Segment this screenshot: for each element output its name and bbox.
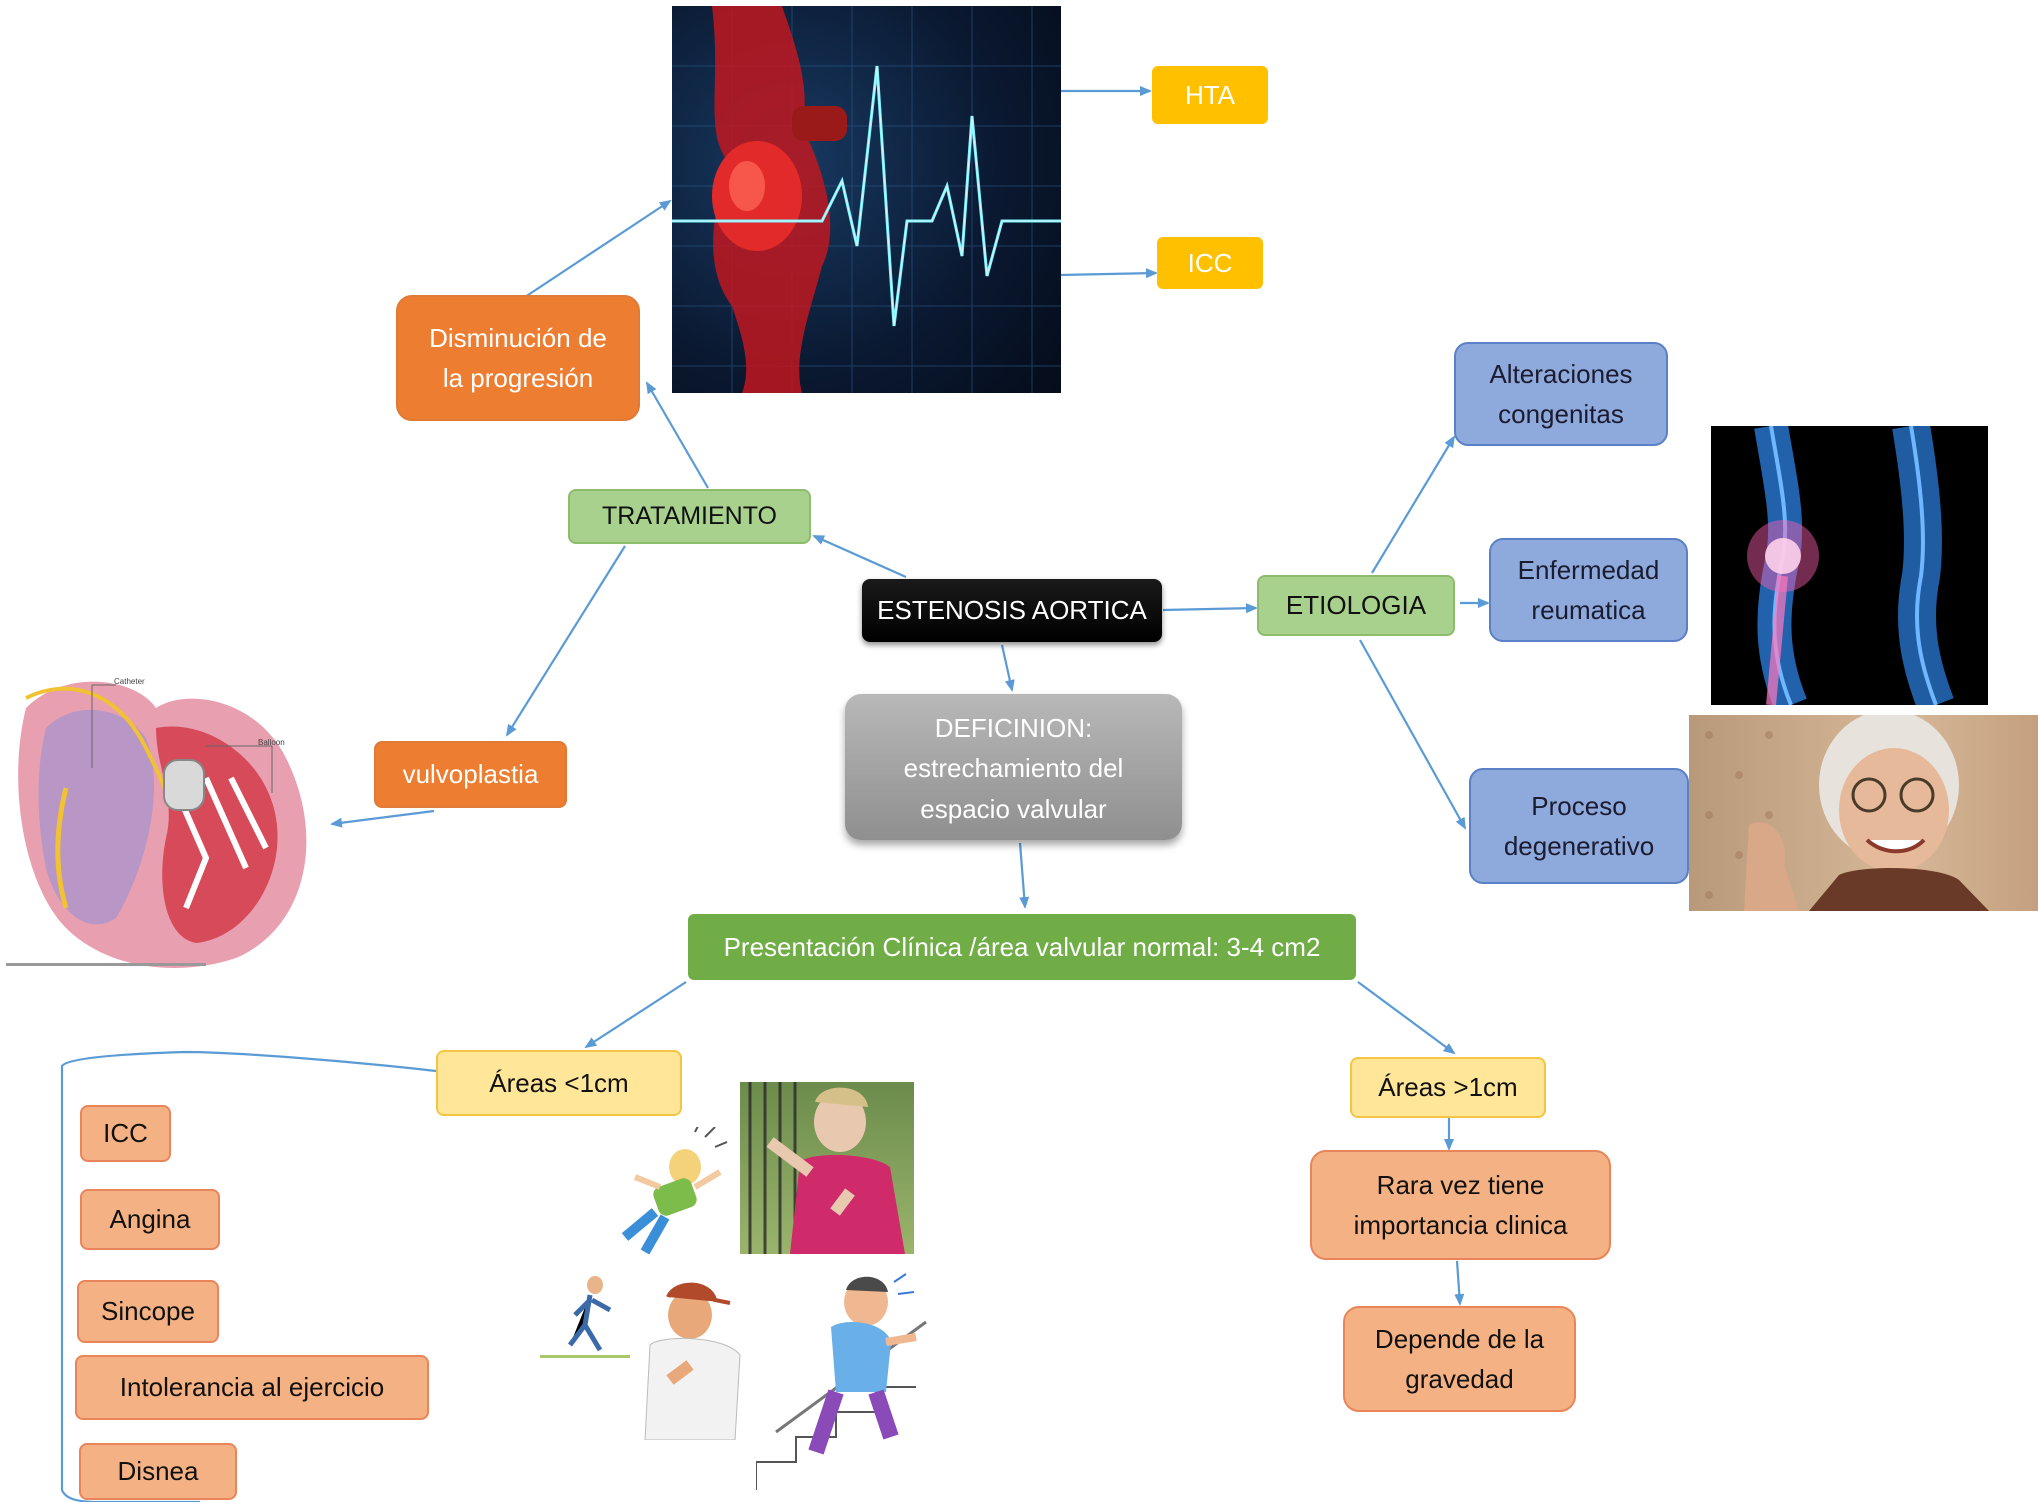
depende-gravedad-node: Depende de la gravedad [1343, 1306, 1576, 1412]
presentacion-label: Presentación Clínica /área valvular norm… [723, 931, 1321, 962]
areas-small-node: Áreas <1cm [436, 1050, 682, 1116]
woman-chest-pain-image [740, 1082, 914, 1254]
catheter-label: Catheter [114, 677, 145, 686]
symptoms-bracket [60, 1050, 437, 1502]
enfermedad-line-2: reumatica [1531, 595, 1646, 625]
heart-ecg-image [672, 6, 1061, 393]
alteraciones-line-2: congenitas [1498, 399, 1624, 429]
symptom-intolerancia: Intolerancia al ejercicio [75, 1355, 429, 1420]
arrow-tratamiento-to-vulvoplastia [505, 545, 626, 737]
knee-xray-image [1711, 426, 1988, 705]
alteraciones-line-1: Alteraciones [1489, 358, 1633, 389]
alteraciones-congenitas-node: Alteraciones congenitas [1454, 342, 1668, 446]
enfermedad-reumatica-node: Enfermedad reumatica [1489, 538, 1688, 642]
arrow-etiologia-to-alteraciones [1371, 435, 1456, 574]
arrow-center-to-definicion [1000, 644, 1015, 692]
enfermedad-line-1: Enfermedad [1517, 554, 1660, 585]
symptom-sincope: Sincope [77, 1280, 219, 1343]
rara-vez-node: Rara vez tiene importancia clinica [1310, 1150, 1611, 1260]
arrow-presentacion-to-areas-large [1357, 981, 1456, 1055]
arrow-rara-to-depende [1454, 1260, 1465, 1306]
presentacion-clinica-node: Presentación Clínica /área valvular norm… [688, 914, 1356, 980]
definicion-line-2: estrechamiento del [903, 753, 1124, 784]
arrow-tratamiento-to-disminucion [645, 381, 709, 489]
man-climbing-stairs-image [756, 1262, 936, 1490]
definicion-line-3: espacio valvular [920, 793, 1107, 824]
etiologia-label: ETIOLOGIA [1285, 590, 1427, 621]
definicion-line-1: DEFICINION: [934, 713, 1093, 743]
vulvoplastia-label: vulvoplastia [402, 759, 539, 790]
definicion-node: DEFICINION: estrechamiento del espacio v… [845, 694, 1182, 840]
depende-line-1: Depende de la [1374, 1323, 1545, 1354]
arrow-center-to-tratamiento [812, 534, 907, 579]
elderly-woman-image [1689, 715, 2038, 911]
center-node-estenosis-aortica: ESTENOSIS AORTICA [862, 579, 1162, 642]
arrow-definicion-to-presentacion [1018, 842, 1030, 909]
tratamiento-label: TRATAMIENTO [602, 502, 777, 531]
rara-line-1: Rara vez tiene [1376, 1169, 1545, 1200]
disminucion-line-2: la progresión [442, 363, 594, 393]
symptom-disnea-label: Disnea [117, 1456, 199, 1487]
areas-large-node: Áreas >1cm [1350, 1057, 1546, 1118]
symptom-disnea: Disnea [79, 1443, 237, 1500]
arrow-vulvoplastia-to-catheter-image [330, 809, 435, 828]
balloon-label: Balloon [258, 738, 285, 747]
disminucion-line-1: Disminución de [429, 322, 607, 353]
proceso-line-1: Proceso [1531, 790, 1627, 821]
proceso-degenerativo-node: Proceso degenerativo [1469, 768, 1689, 884]
icc-top-node: ICC [1157, 237, 1263, 289]
depende-line-2: gravedad [1405, 1364, 1514, 1394]
catheter-heart-image: Catheter Balloon [6, 668, 316, 973]
arrow-disminucion-to-heart-image [524, 199, 672, 298]
areas-large-label: Áreas >1cm [1378, 1072, 1518, 1103]
hta-label: HTA [1184, 79, 1236, 110]
arrow-heart-image-to-icc [1059, 268, 1158, 279]
hta-node: HTA [1152, 66, 1268, 124]
areas-small-label: Áreas <1cm [489, 1067, 629, 1098]
etiologia-node: ETIOLOGIA [1257, 575, 1455, 636]
disminucion-progresion-node: Disminución de la progresión [396, 295, 640, 421]
vulvoplastia-node: vulvoplastia [374, 741, 567, 808]
symptom-sincope-label: Sincope [101, 1296, 195, 1327]
symptom-angina-label: Angina [109, 1204, 191, 1235]
arrow-etiologia-to-proceso [1359, 639, 1466, 830]
arrow-presentacion-to-areas-small [584, 981, 687, 1049]
arrow-center-to-etiologia [1162, 603, 1258, 614]
symptom-icc-label: ICC [103, 1118, 148, 1149]
rara-line-2: importancia clinica [1353, 1210, 1568, 1240]
symptom-icc: ICC [80, 1105, 171, 1162]
symptom-angina: Angina [80, 1189, 220, 1250]
symptom-intolerancia-label: Intolerancia al ejercicio [119, 1372, 385, 1403]
icc-top-label: ICC [1187, 247, 1233, 278]
center-node-label: ESTENOSIS AORTICA [877, 595, 1147, 626]
tratamiento-node: TRATAMIENTO [568, 489, 811, 544]
runner-chest-pain-image [540, 1265, 755, 1440]
proceso-line-2: degenerativo [1503, 831, 1655, 861]
falling-person-image [595, 1127, 735, 1267]
